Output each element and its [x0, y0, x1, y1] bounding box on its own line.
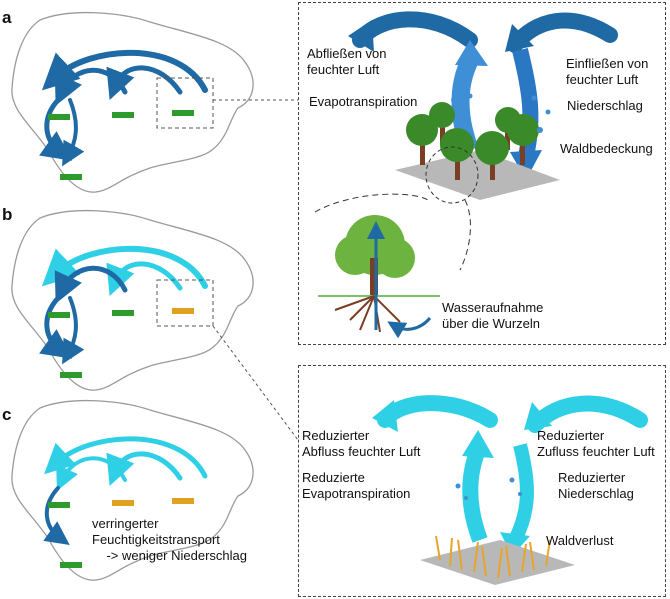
top-detail-art	[314, 11, 618, 339]
label-reduced-outflow: Reduzierter Abfluss feuchter Luft	[302, 428, 421, 459]
land-patches-b	[48, 308, 194, 378]
panel-b-letter: b	[2, 205, 13, 224]
panel-a-letter: a	[2, 8, 12, 27]
map-outline-c	[11, 399, 254, 581]
map-outline-b	[11, 209, 254, 391]
flows-a	[39, 49, 208, 167]
map-outline-a	[11, 11, 254, 193]
label-reduced-precipitation: Reduzierter Niederschlag	[558, 470, 634, 501]
flows-c	[43, 436, 208, 545]
detail-box-bottom	[298, 365, 666, 597]
label-inflow: Einfließen von feuchter Luft	[566, 56, 649, 87]
label-reduced-moisture-transport: verringerter Feuchtigkeitstransport -> w…	[92, 516, 247, 563]
flows-b	[39, 245, 208, 365]
label-forest-cover: Waldbedeckung	[560, 141, 653, 156]
label-precipitation: Niederschlag	[567, 98, 643, 113]
panel-c-letter: c	[2, 405, 12, 424]
land-patches-c	[48, 498, 194, 568]
label-reduced-evapotranspiration: Reduzierte Evapotranspiration	[302, 470, 411, 501]
land-patches-a	[48, 110, 194, 180]
label-forest-loss: Waldverlust	[546, 533, 614, 548]
label-evapotranspiration: Evapotranspiration	[309, 94, 418, 109]
label-reduced-inflow: Reduzierter Zufluss feuchter Luft	[537, 428, 655, 459]
bottom-detail-art	[372, 395, 648, 585]
detail-box-top	[298, 2, 666, 345]
zoom-box-a	[156, 77, 214, 129]
label-outflow: Abfließen von feuchter Luft	[307, 46, 387, 77]
label-root-uptake: Wasseraufnahme über die Wurzeln	[442, 300, 544, 331]
zoom-box-b	[156, 279, 214, 327]
